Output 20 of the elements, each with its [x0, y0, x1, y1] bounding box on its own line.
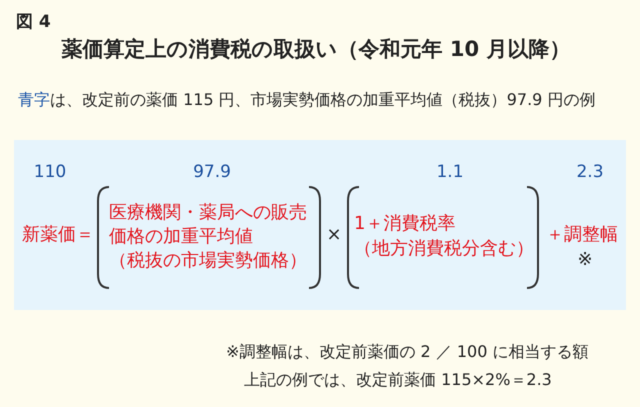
- multiply-sign: ×: [326, 223, 342, 247]
- diagram-title: 薬価算定上の消費税の取扱い（令和元年 10 月以降）: [62, 36, 570, 63]
- example-value: 1.1: [436, 161, 464, 184]
- formula-term: ＋調整幅: [546, 223, 618, 247]
- example-value: 2.3: [576, 161, 604, 184]
- example-value: 110: [34, 161, 66, 184]
- example-value: 97.9: [193, 161, 231, 184]
- reference-mark: ※: [577, 248, 593, 272]
- formula-term: 医療機関・薬局への販売価格の加重平均値: [109, 201, 308, 249]
- formula-term: （地方消費税分含む）: [354, 237, 534, 261]
- bracketed-term: [96, 185, 322, 290]
- bracketed-term: [346, 185, 540, 290]
- formula-panel: [14, 140, 626, 310]
- note-text: 青字は、改定前の薬価 115 円、市場実勢価格の加重平均値（税抜）97.9 円の例: [18, 89, 596, 111]
- formula-term: 1＋消費税率: [354, 212, 456, 236]
- footnote-text: ※調整幅は、改定前薬価の 2 ／ 100 に相当する額: [226, 341, 588, 363]
- formula-term: （税抜の市場実勢価格）: [109, 249, 307, 273]
- formula-term: 新薬価＝: [22, 223, 94, 247]
- figure-number: 図 4: [16, 11, 51, 34]
- footnote-text: 上記の例では、改定前薬価 115×2%＝2.3: [244, 369, 552, 391]
